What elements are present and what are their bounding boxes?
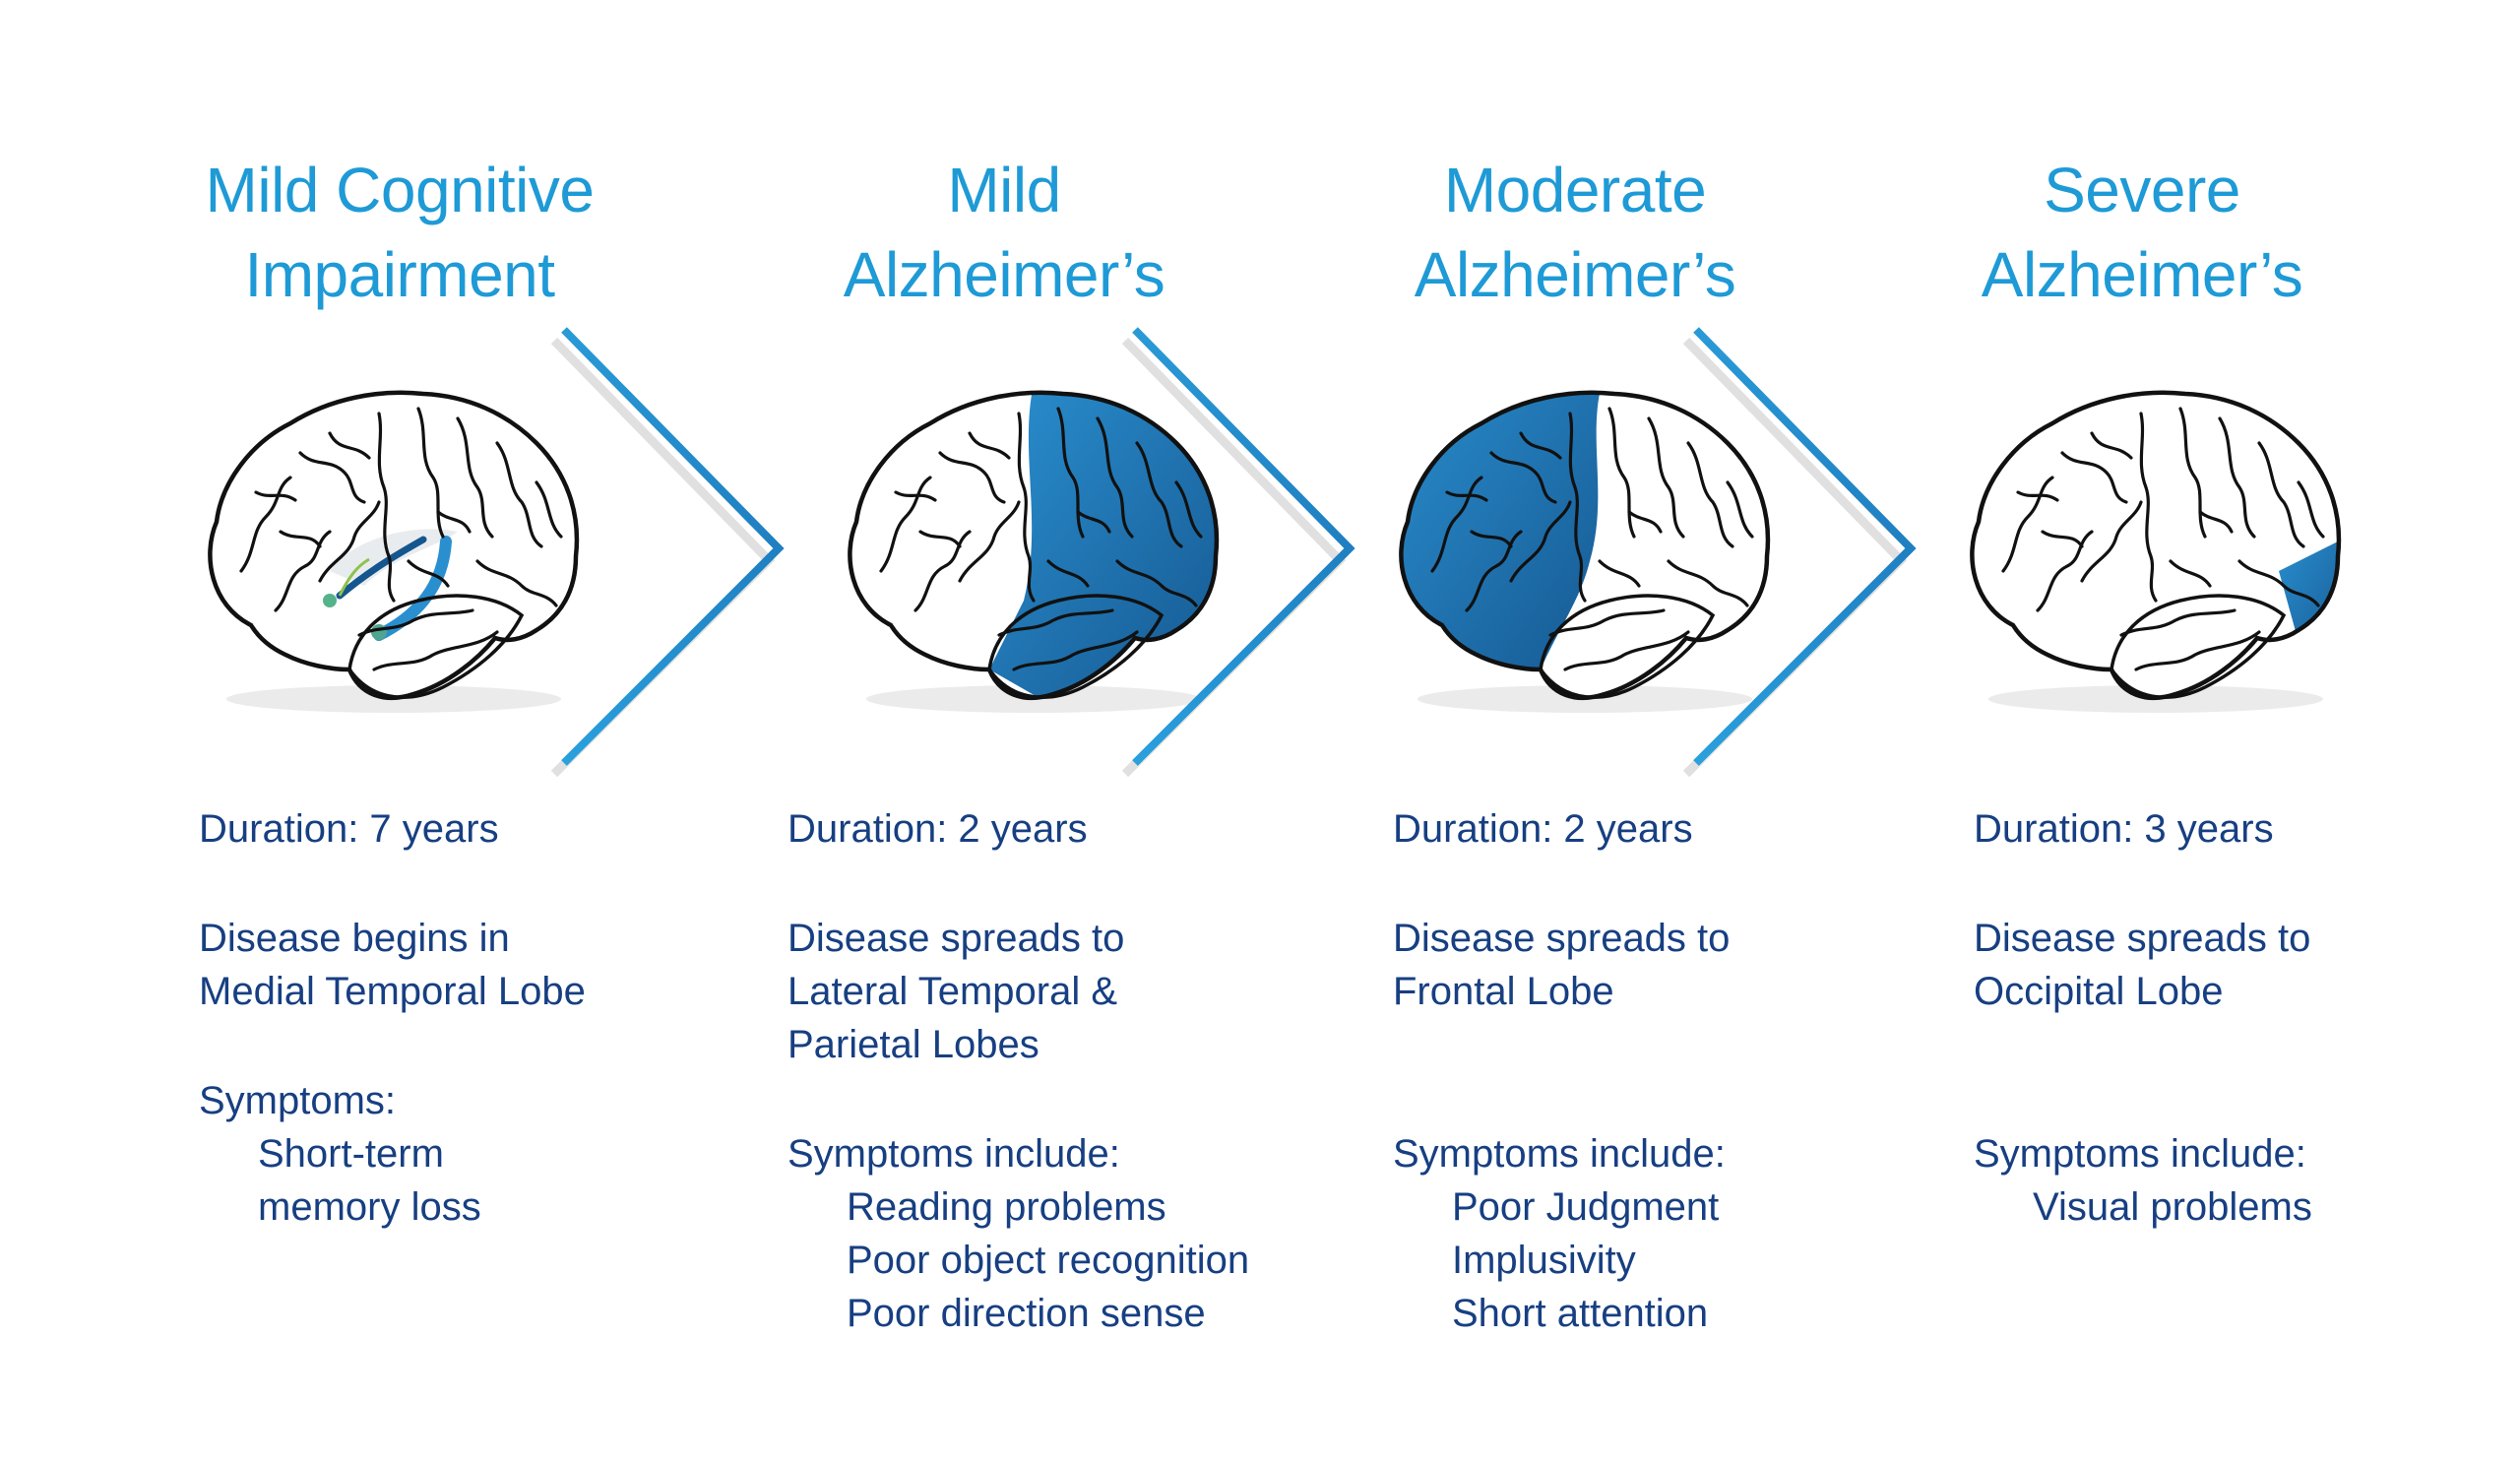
region-line: Disease begins in (199, 917, 510, 960)
symptom-item: Visual problems (2033, 1185, 2312, 1229)
stage-title-line: Moderate (1443, 155, 1707, 225)
stage-title: Severe Alzheimer’s (1847, 148, 2437, 317)
region-line: Disease spreads to (788, 917, 1125, 960)
symptom-item: Implusivity (1452, 1239, 1636, 1282)
stage-title-line: Alzheimer’s (1414, 239, 1736, 310)
brain-icon (1970, 390, 2342, 713)
chevron-right-icon (1121, 327, 1355, 778)
symptoms-heading: Symptoms: (199, 1079, 397, 1122)
chevron-right-icon (1682, 327, 1917, 778)
stage-info: Duration: 7 years Disease begins in Medi… (199, 802, 586, 1234)
symptom-item: Short attention (1452, 1292, 1709, 1335)
symptoms-list: Symptoms: Short-term memory loss (199, 1074, 586, 1234)
stage-title-line: Alzheimer’s (843, 239, 1166, 310)
brain-icon (208, 390, 580, 713)
symptom-item: memory loss (258, 1185, 481, 1229)
region-line: Lateral Temporal & (788, 970, 1117, 1013)
region-text: Disease spreads to Frontal Lobe (1393, 912, 1730, 1071)
symptoms-list: Symptoms include: Visual problems (1974, 1127, 2312, 1234)
region-text: Disease spreads to Lateral Temporal & Pa… (788, 912, 1249, 1071)
stage-info: Duration: 3 years Disease spreads to Occ… (1974, 802, 2312, 1234)
stage-info: Duration: 2 years Disease spreads to Fro… (1393, 802, 1730, 1340)
stage-title-line: Mild Cognitive (205, 155, 595, 225)
stage-info: Duration: 2 years Disease spreads to Lat… (788, 802, 1249, 1340)
duration-text: Duration: 7 years (199, 807, 499, 851)
stage-title-line: Impairment (244, 239, 555, 310)
symptom-item: Reading problems (847, 1185, 1166, 1229)
stage-title-line: Alzheimer’s (1981, 239, 2303, 310)
region-line: Occipital Lobe (1974, 970, 2224, 1013)
brain-icon (848, 390, 1220, 713)
brain-icon (1399, 390, 1771, 713)
region-line: Disease spreads to (1974, 917, 2311, 960)
stage-title-line: Mild (947, 155, 1061, 225)
symptom-item: Poor Judgment (1452, 1185, 1720, 1229)
symptom-item: Short-term (258, 1132, 444, 1176)
region-line: Medial Temporal Lobe (199, 970, 586, 1013)
symptom-item: Poor object recognition (847, 1239, 1250, 1282)
duration-text: Duration: 2 years (788, 807, 1088, 851)
region-line: Parietal Lobes (788, 1023, 1040, 1066)
symptoms-list: Symptoms include: Reading problems Poor … (788, 1127, 1249, 1340)
region-line: Disease spreads to (1393, 917, 1731, 960)
region-text: Disease begins in Medial Temporal Lobe (199, 912, 586, 1018)
duration-text: Duration: 3 years (1974, 807, 2274, 851)
chevron-right-icon (550, 327, 785, 778)
symptoms-heading: Symptoms include: (1974, 1132, 2306, 1176)
stage-title: Mild Alzheimer’s (709, 148, 1299, 317)
region-text: Disease spreads to Occipital Lobe (1974, 912, 2312, 1071)
stage-title-line: Severe (2044, 155, 2240, 225)
symptom-item: Poor direction sense (847, 1292, 1206, 1335)
symptoms-heading: Symptoms include: (1393, 1132, 1726, 1176)
region-line: Frontal Lobe (1393, 970, 1614, 1013)
symptoms-list: Symptoms include: Poor Judgment Implusiv… (1393, 1127, 1730, 1340)
stage-title: Mild Cognitive Impairment (104, 148, 695, 317)
symptoms-heading: Symptoms include: (788, 1132, 1120, 1176)
duration-text: Duration: 2 years (1393, 807, 1693, 851)
stage-title: Moderate Alzheimer’s (1280, 148, 1870, 317)
